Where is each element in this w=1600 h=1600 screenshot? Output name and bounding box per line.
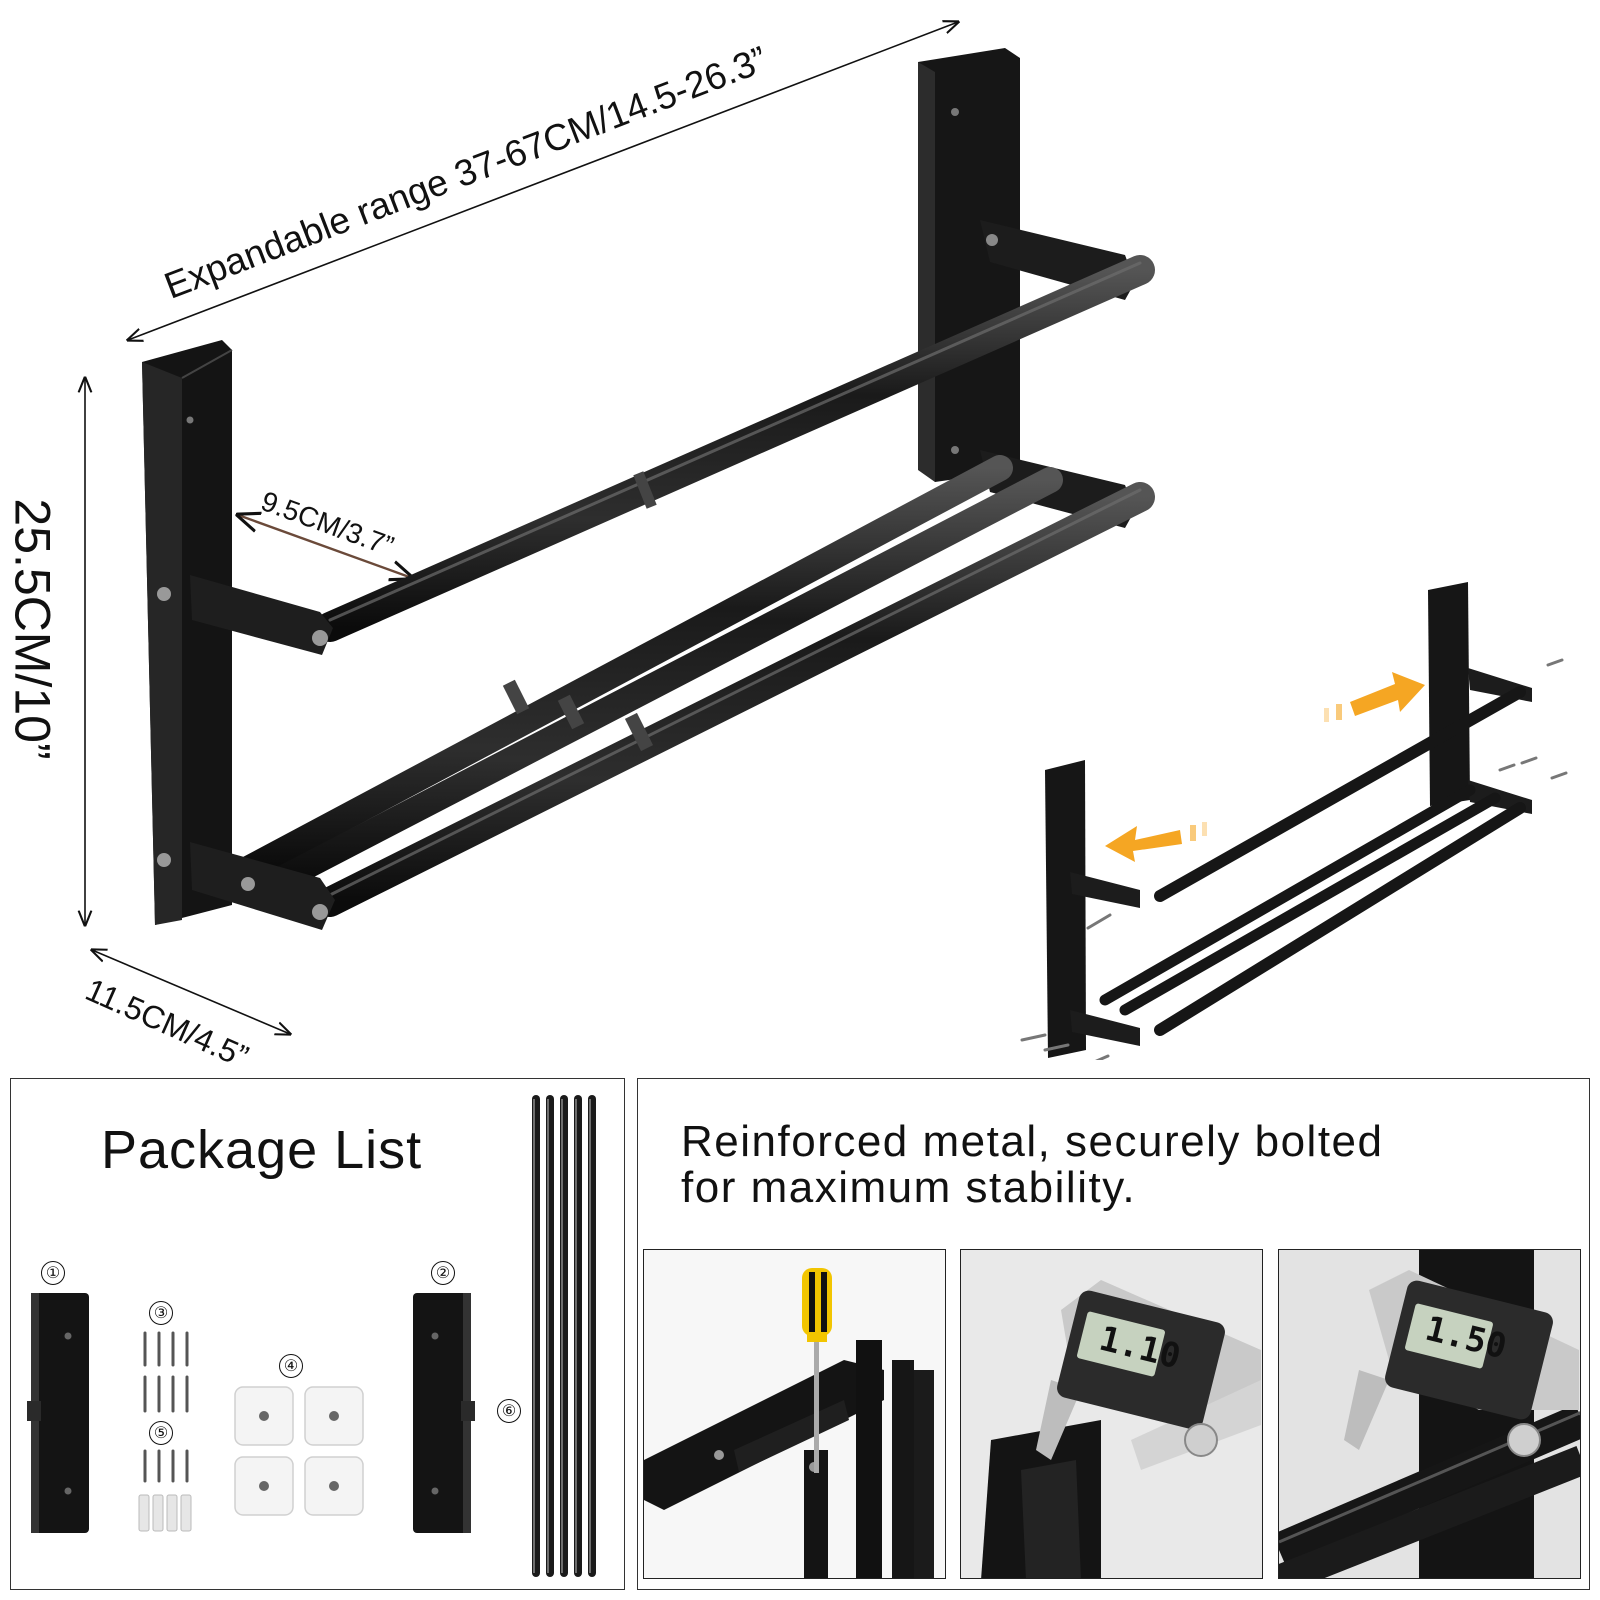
feature-panel: Reinforced metal, securely bolted for ma… bbox=[637, 1078, 1590, 1590]
item-marker-6: ⑥ bbox=[497, 1399, 521, 1423]
width-arrow bbox=[128, 22, 958, 340]
item-marker-2: ② bbox=[431, 1261, 455, 1285]
caliper-scene-2 bbox=[1279, 1250, 1580, 1578]
depth-arrow bbox=[92, 950, 290, 1034]
expand-left-arrow-icon bbox=[1105, 822, 1207, 862]
item-marker-4: ④ bbox=[279, 1354, 303, 1378]
assembly-illustration bbox=[1020, 582, 1568, 1060]
height-label: 25.5CM/10” bbox=[4, 498, 61, 760]
caliper-photo-1: 1.10 bbox=[960, 1249, 1263, 1579]
expand-right-arrow-icon bbox=[1324, 672, 1425, 722]
package-list-panel: Package List ① ③ ⑤ ④ bbox=[10, 1078, 625, 1590]
feature-headline-line2: for maximum stability. bbox=[681, 1163, 1137, 1212]
shelf-illustration bbox=[0, 0, 1568, 1060]
screwdriver-scene bbox=[644, 1268, 934, 1578]
caliper-scene-1 bbox=[981, 1280, 1261, 1578]
item-marker-5: ⑤ bbox=[149, 1421, 173, 1445]
rods-part-icon bbox=[532, 1095, 596, 1577]
anchors-part-icon bbox=[138, 1449, 192, 1532]
screwdriver-photo bbox=[643, 1249, 946, 1579]
package-list-title: Package List bbox=[101, 1120, 423, 1180]
feature-headline-line1: Reinforced metal, securely bolted bbox=[681, 1117, 1384, 1166]
spacing-arrow bbox=[238, 515, 412, 578]
bracket-part-icon bbox=[27, 1293, 89, 1533]
adhesive-hooks-part-icon bbox=[234, 1386, 364, 1516]
screws-part-icon bbox=[143, 1331, 189, 1413]
bracket-part-icon bbox=[413, 1293, 475, 1533]
caliper-photo-2: 1.50 bbox=[1278, 1249, 1581, 1579]
item-marker-1: ① bbox=[41, 1261, 65, 1285]
item-marker-3: ③ bbox=[149, 1301, 173, 1325]
